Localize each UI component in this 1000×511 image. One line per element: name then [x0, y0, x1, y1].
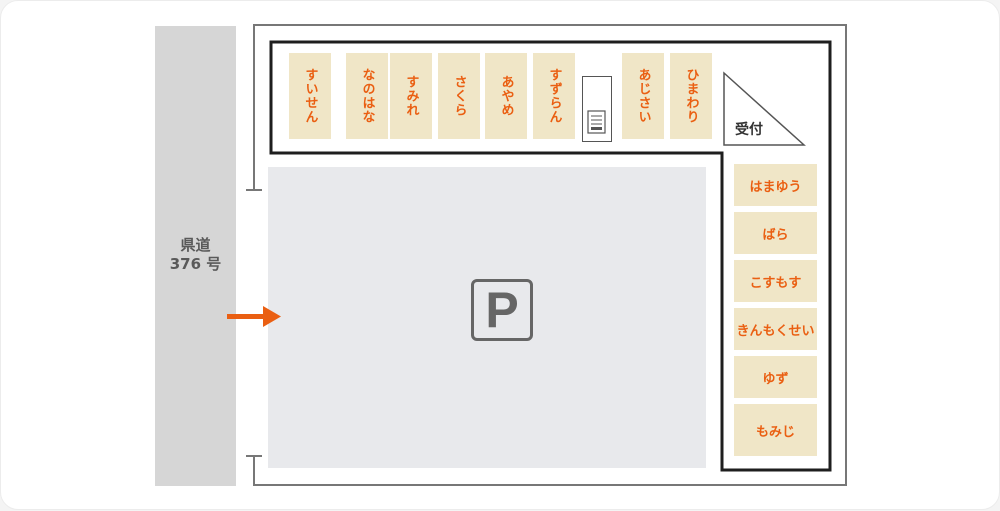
- room-ayame[interactable]: あやめ: [485, 53, 527, 139]
- room-sakura[interactable]: さくら: [438, 53, 480, 139]
- vending-machine: [582, 76, 612, 142]
- room-kinmokusei[interactable]: きんもくせい: [734, 308, 817, 350]
- room-nanohana[interactable]: なのはな: [346, 53, 388, 139]
- parking-sign-icon: P: [471, 279, 533, 341]
- boundary-wall-right: [845, 24, 847, 486]
- room-suisen[interactable]: すいせん: [289, 53, 331, 139]
- boundary-wall-top: [253, 24, 847, 26]
- boundary-wall-left-lower-cap: [246, 455, 262, 457]
- room-momiji[interactable]: もみじ: [734, 404, 817, 456]
- room-hamayuu[interactable]: はまゆう: [734, 164, 817, 206]
- parking-lot: [268, 167, 706, 468]
- room-kosumosu[interactable]: こすもす: [734, 260, 817, 302]
- boundary-wall-bottom: [253, 484, 847, 486]
- room-suzuran[interactable]: すずらん: [533, 53, 575, 139]
- prefectural-road: 県道 376 号: [155, 26, 236, 486]
- room-bara[interactable]: ばら: [734, 212, 817, 254]
- room-sumire[interactable]: すみれ: [390, 53, 432, 139]
- reception-label: 受付: [735, 122, 763, 138]
- room-ajisai[interactable]: あじさい: [622, 53, 664, 139]
- boundary-wall-left-upper-cap: [246, 189, 262, 191]
- road-label: 県道 376 号: [169, 236, 222, 273]
- boundary-wall-left-lower: [253, 456, 255, 486]
- vending-machine-icon: [587, 110, 606, 134]
- room-himawari[interactable]: ひまわり: [670, 53, 712, 139]
- room-yuzu[interactable]: ゆず: [734, 356, 817, 398]
- right-arrow-icon: [227, 306, 281, 327]
- boundary-wall-left-upper: [253, 24, 255, 190]
